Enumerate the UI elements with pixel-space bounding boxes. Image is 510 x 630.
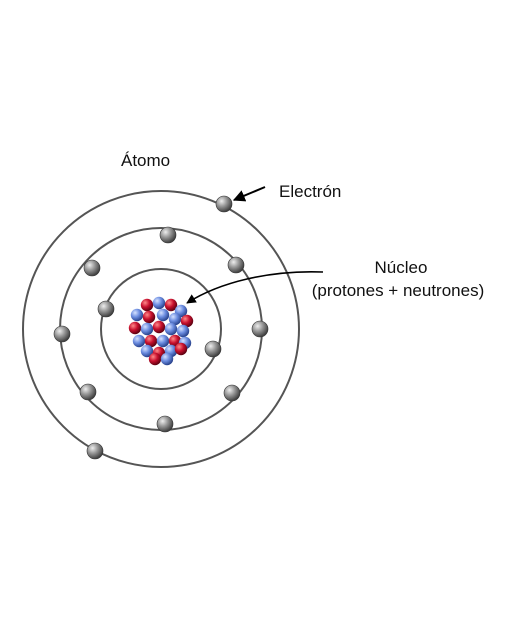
proton [144,334,158,348]
electron [227,256,245,274]
neutron [156,308,170,322]
electrons [53,195,269,460]
proton [174,342,188,356]
electron [86,442,104,460]
proton [148,352,162,366]
electron [223,384,241,402]
atom-label: Átomo [121,151,170,170]
neutron [176,324,190,338]
electron-label: Electrón [279,182,341,201]
nucleus-label: Núcleo [375,258,428,277]
nucleus-arrow [186,270,324,304]
neutron [140,322,154,336]
electron [156,415,174,433]
nucleus-sublabel: (protones + neutrones) [312,281,484,300]
electron-arrow [232,186,266,202]
proton [152,320,166,334]
neutron [160,352,174,366]
neutron [132,334,146,348]
proton [128,321,142,335]
electron [83,259,101,277]
proton [180,314,194,328]
electron [159,226,177,244]
electron [204,340,222,358]
neutron [164,322,178,336]
proton [142,310,156,324]
neutron [130,308,144,322]
orbit-outer [22,190,300,468]
electron [79,383,97,401]
neutron [168,312,182,326]
nucleus [128,296,194,366]
electron [97,300,115,318]
neutron [156,334,170,348]
neutron [152,296,166,310]
neutron [140,344,154,358]
orbit-inner [100,268,222,390]
electron [215,195,233,213]
proton [140,298,154,312]
electron [53,325,71,343]
electron [251,320,269,338]
proton [164,298,178,312]
